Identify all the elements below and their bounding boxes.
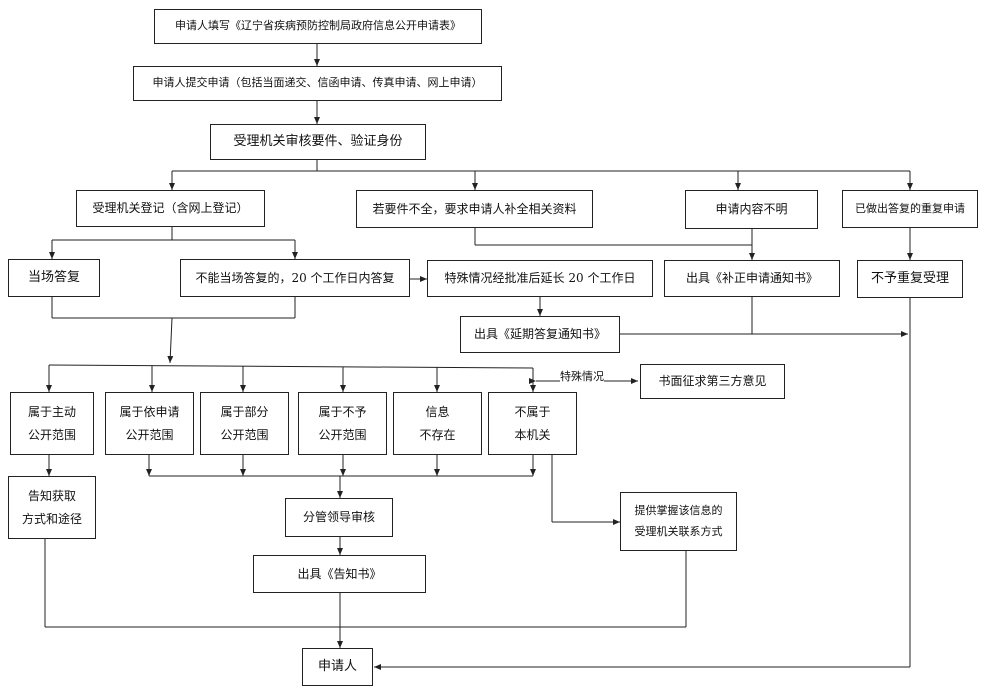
cat-other-line2: 本机关 [514, 427, 551, 442]
fill-form-step: 申请人填写《辽宁省疾病预防控制局政府信息公开申请表》 [154, 9, 482, 44]
delay-notice: 出具《延期答复通知书》 [460, 316, 620, 353]
inform-line2: 方式和途径 [21, 511, 82, 526]
special-case-label: 特殊情况 [560, 368, 604, 384]
leader-review: 分管领导审核 [285, 498, 393, 537]
cat-none-line1: 信息 [425, 404, 450, 419]
register-step: 受理机关登记（含网上登记） [76, 190, 265, 227]
unclear-step: 申请内容不明 [685, 190, 818, 229]
applicant-final: 申请人 [302, 648, 373, 686]
category-info-not-exist: 信息不存在 [393, 392, 482, 455]
extend-20-days: 特殊情况经批准后延长 20 个工作日 [427, 260, 653, 297]
cat-not-line2: 公开范围 [318, 427, 367, 442]
on-spot-reply: 当场答复 [8, 259, 100, 297]
category-request-disclosure: 属于依申请公开范围 [105, 392, 194, 455]
cat-none-line2: 不存在 [419, 427, 456, 442]
category-not-disclosed: 属于不予公开范围 [298, 392, 387, 455]
cat-not-line1: 属于不予 [318, 404, 367, 419]
issue-notice: 出具《告知书》 [253, 555, 426, 593]
third-party-opinion: 书面征求第三方意见 [640, 364, 785, 399]
cat-active-line1: 属于主动 [27, 404, 76, 419]
cat-active-line2: 公开范围 [27, 427, 76, 442]
cat-request-line2: 公开范围 [125, 427, 174, 442]
within-20-days-reply: 不能当场答复的，20 个工作日内答复 [180, 259, 410, 297]
cat-request-line1: 属于依申请 [119, 404, 180, 419]
cat-partial-line1: 属于部分 [220, 404, 269, 419]
review-step: 受理机关审核要件、验证身份 [210, 124, 426, 160]
no-repeat-accept: 不予重复受理 [857, 260, 963, 298]
cat-partial-line2: 公开范围 [220, 427, 269, 442]
category-not-this-office: 不属于本机关 [488, 392, 577, 455]
repeat-step: 已做出答复的重复申请 [842, 190, 978, 228]
contact-info-box: 提供掌握该信息的受理机关联系方式 [620, 492, 737, 551]
category-partial-disclosure: 属于部分公开范围 [200, 392, 289, 455]
contact-line2: 受理机关联系方式 [634, 524, 723, 538]
incomplete-step: 若要件不全，要求申请人补全相关资料 [356, 190, 593, 228]
inform-line1: 告知获取 [27, 488, 76, 503]
submit-step: 申请人提交申请（包括当面递交、信函申请、传真申请、网上申请） [133, 66, 502, 101]
category-active-disclosure: 属于主动公开范围 [10, 392, 94, 455]
cat-other-line1: 不属于 [514, 404, 551, 419]
contact-line1: 提供掌握该信息的 [634, 503, 723, 517]
inform-access-method: 告知获取方式和途径 [8, 476, 96, 539]
supplement-notice: 出具《补正申请通知书》 [664, 260, 840, 297]
